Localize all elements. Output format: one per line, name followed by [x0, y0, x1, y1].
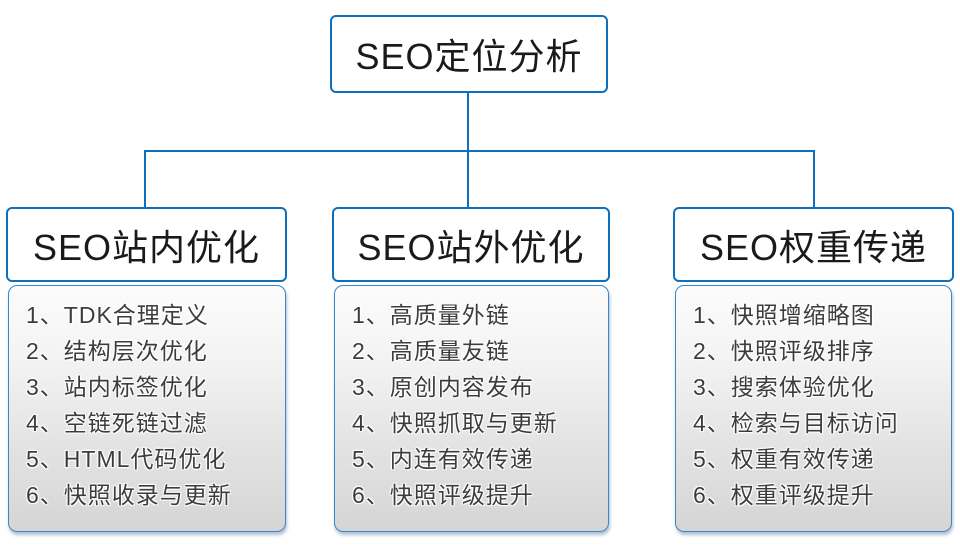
list-item: 5、HTML代码优化 — [26, 446, 227, 472]
branch-panel-onsite: 1、TDK合理定义 2、结构层次优化 3、站内标签优化 4、空链死链过滤 5、H… — [8, 285, 286, 532]
list-item: 6、权重评级提升 — [693, 482, 875, 508]
root-node: SEO定位分析 — [330, 15, 608, 93]
list-item: 1、高质量外链 — [352, 302, 510, 328]
list-item: 2、高质量友链 — [352, 338, 510, 364]
branch-panel-offsite: 1、高质量外链 2、高质量友链 3、原创内容发布 4、快照抓取与更新 5、内连有… — [334, 285, 609, 532]
branch-title-offsite: SEO站外优化 — [357, 226, 585, 268]
branch-node-offsite: SEO站外优化 — [332, 207, 610, 282]
list-item: 3、站内标签优化 — [26, 374, 208, 400]
list-item: 1、快照增缩略图 — [693, 302, 875, 328]
branch-title-onsite: SEO站内优化 — [32, 226, 261, 268]
list-item: 2、结构层次优化 — [26, 338, 208, 364]
branch-list-offsite: 1、高质量外链 2、高质量友链 3、原创内容发布 4、快照抓取与更新 5、内连有… — [335, 286, 608, 513]
connector-crossbar — [144, 150, 815, 152]
list-item: 3、原创内容发布 — [352, 374, 534, 400]
branch-list-onsite: 1、TDK合理定义 2、结构层次优化 3、站内标签优化 4、空链死链过滤 5、H… — [9, 286, 285, 513]
branch-node-weight: SEO权重传递 — [673, 207, 954, 282]
list-item: 5、内连有效传递 — [352, 446, 534, 472]
connector-drop-right — [813, 150, 815, 207]
list-item: 2、快照评级排序 — [693, 338, 875, 364]
list-item: 6、快照评级提升 — [352, 482, 534, 508]
connector-drop-center — [467, 150, 469, 207]
list-item: 6、快照收录与更新 — [26, 482, 232, 508]
branch-node-onsite: SEO站内优化 — [6, 207, 287, 282]
branch-panel-weight: 1、快照增缩略图 2、快照评级排序 3、搜索体验优化 4、检索与目标访问 5、权… — [675, 285, 952, 532]
branch-list-weight: 1、快照增缩略图 2、快照评级排序 3、搜索体验优化 4、检索与目标访问 5、权… — [676, 286, 951, 513]
branch-title-weight: SEO权重传递 — [699, 226, 928, 268]
list-item: 4、空链死链过滤 — [26, 410, 208, 436]
list-item: 4、检索与目标访问 — [693, 410, 899, 436]
connector-drop-left — [144, 150, 146, 207]
list-item: 4、快照抓取与更新 — [352, 410, 558, 436]
list-item: 3、搜索体验优化 — [693, 374, 875, 400]
list-item: 1、TDK合理定义 — [26, 302, 209, 328]
list-item: 5、权重有效传递 — [693, 446, 875, 472]
connector-root-stem — [467, 93, 469, 151]
root-node-title: SEO定位分析 — [355, 36, 583, 77]
